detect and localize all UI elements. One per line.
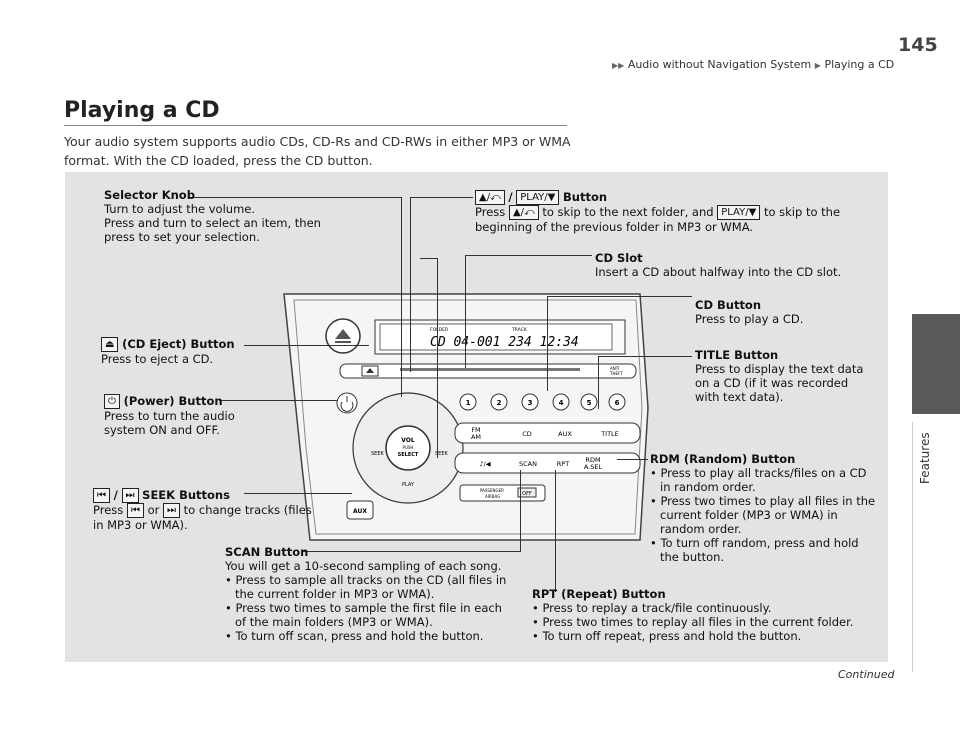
arrow-icon: ▶▶ <box>612 61 625 70</box>
svg-text:RPT: RPT <box>557 460 569 468</box>
leader-line <box>555 470 556 592</box>
svg-text:THEFT: THEFT <box>609 371 623 376</box>
leader-line <box>219 400 337 401</box>
svg-text:PLAY: PLAY <box>402 482 415 488</box>
leader-line <box>547 296 692 297</box>
svg-text:4: 4 <box>559 399 564 407</box>
page-title: Playing a CD <box>64 98 220 123</box>
folder-button-label: ▲/⤺ / PLAY/▼ Button Press ▲/⤺ to skip to… <box>475 190 841 234</box>
section-tab <box>912 314 960 414</box>
leader-line <box>244 345 369 346</box>
eject-icon: ⏏ <box>101 337 119 352</box>
rdm-button-label: RDM (Random) Button • Press to play all … <box>650 452 876 564</box>
svg-text:SEEK: SEEK <box>435 451 448 457</box>
leader-line <box>465 255 466 368</box>
svg-text:SELECT: SELECT <box>398 452 419 458</box>
svg-text:AUX: AUX <box>353 508 367 515</box>
seek-next-icon: ⏭ <box>121 488 139 503</box>
svg-text:SCAN: SCAN <box>519 460 537 468</box>
svg-text:VOL: VOL <box>401 437 415 444</box>
title-rule <box>64 125 567 126</box>
leader-line <box>520 470 521 552</box>
leader-line <box>188 197 402 198</box>
leader-line <box>303 551 521 552</box>
svg-text:AM: AM <box>471 433 481 441</box>
divider <box>912 422 913 672</box>
seek-prev-icon: ⏮ <box>93 488 110 503</box>
svg-text:A.SEL: A.SEL <box>584 463 603 471</box>
page-number: 145 <box>898 34 938 56</box>
svg-text:1: 1 <box>466 399 471 407</box>
selector-knob-label: Selector Knob Turn to adjust the volume.… <box>104 188 321 244</box>
cd-eject-label: ⏏ (CD Eject) Button Press to eject a CD. <box>101 337 235 366</box>
svg-text:CD 04-001 234 12:34: CD 04-001 234 12:34 <box>430 335 579 350</box>
leader-line <box>598 356 692 357</box>
svg-text:TRACK: TRACK <box>511 327 528 333</box>
power-button-label: ⏻ (Power) Button Press to turn the audio… <box>104 394 235 437</box>
leader-line <box>598 356 599 409</box>
continued-note: Continued <box>838 668 895 681</box>
svg-text:SEEK: SEEK <box>371 451 384 457</box>
svg-text:♪/◀: ♪/◀ <box>479 460 490 468</box>
leader-line <box>437 258 438 458</box>
power-icon: ⏻ <box>104 394 120 409</box>
section-label: Features <box>918 432 932 484</box>
svg-text:CD: CD <box>522 430 532 438</box>
rpt-button-label: RPT (Repeat) Button • Press to replay a … <box>532 587 854 643</box>
leader-line <box>465 255 592 256</box>
scan-button-label: SCAN Button You will get a 10-second sam… <box>225 545 507 643</box>
svg-text:2: 2 <box>497 399 502 407</box>
svg-text:TITLE: TITLE <box>600 430 619 438</box>
leader-line <box>617 459 648 460</box>
leader-line <box>410 197 411 372</box>
arrow-icon: ▶ <box>814 61 821 70</box>
svg-text:6: 6 <box>615 399 620 407</box>
folder-up-key: ▲/⤺ <box>475 190 505 205</box>
leader-line <box>410 197 473 198</box>
svg-text:ANTI: ANTI <box>610 366 619 371</box>
svg-text:OFF: OFF <box>522 491 532 497</box>
svg-text:3: 3 <box>528 399 533 407</box>
svg-text:FOLDER: FOLDER <box>430 327 448 333</box>
audio-unit-illustration: FOLDER TRACK CD 04-001 234 12:34 ANTI TH… <box>283 293 649 541</box>
svg-text:PUSH: PUSH <box>403 445 414 450</box>
leader-line <box>547 296 548 391</box>
leader-line <box>420 258 438 259</box>
breadcrumb-item: Playing a CD <box>824 58 895 71</box>
leader-line <box>244 493 352 494</box>
svg-text:AUX: AUX <box>558 430 572 438</box>
svg-text:5: 5 <box>587 399 592 407</box>
seek-buttons-label: ⏮ / ⏭ SEEK Buttons Press ⏮ or ⏭ to chang… <box>93 488 312 532</box>
leader-line <box>401 197 402 397</box>
breadcrumb: ▶▶ Audio without Navigation System ▶ Pla… <box>612 58 894 71</box>
intro-text: Your audio system supports audio CDs, CD… <box>64 134 571 168</box>
play-down-key: PLAY/▼ <box>516 190 560 205</box>
breadcrumb-item: Audio without Navigation System <box>627 58 812 71</box>
svg-text:RDM: RDM <box>585 456 600 464</box>
svg-text:PASSENGER: PASSENGER <box>480 488 504 493</box>
svg-text:AIRBAG: AIRBAG <box>485 494 500 499</box>
svg-text:FM: FM <box>471 426 480 434</box>
